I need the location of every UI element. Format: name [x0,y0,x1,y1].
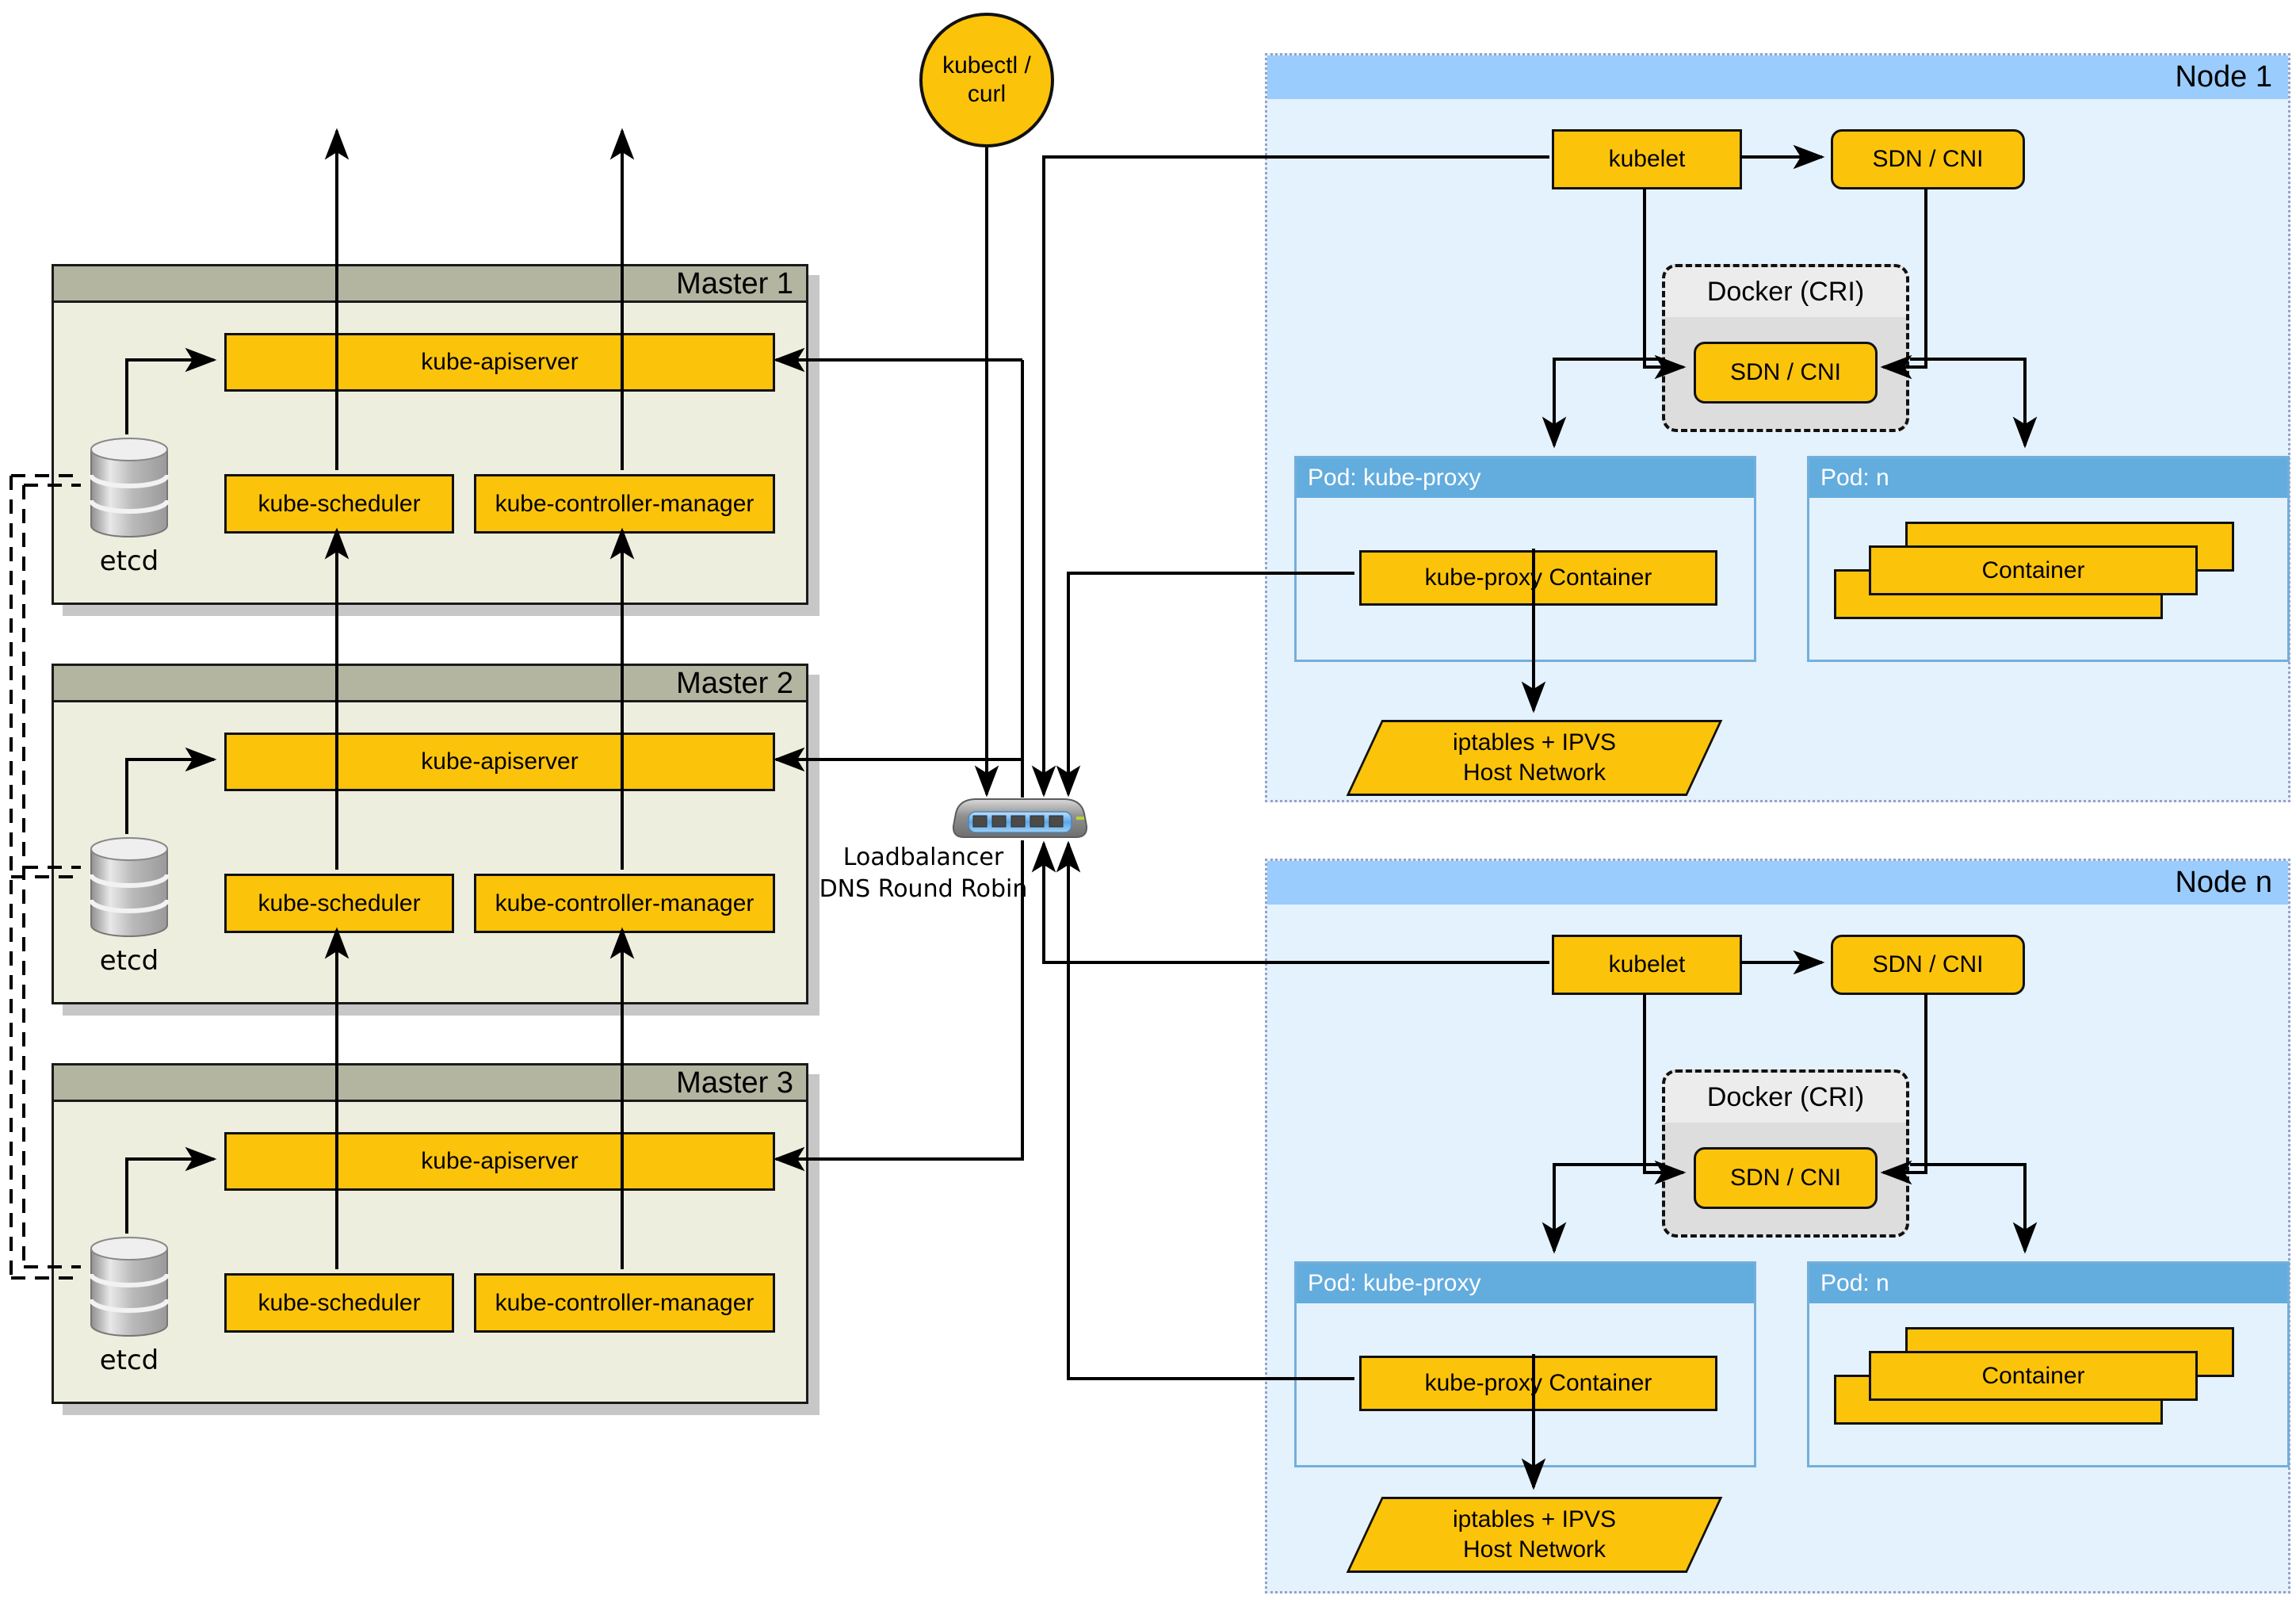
loadbalancer-label: Loadbalancer DNS Round Robin [745,842,1102,905]
kubectl-line1: kubectl / [942,52,1031,78]
node-n-docker-cri-box: Docker (CRI) SDN / CNI [1662,1069,1909,1238]
node-n-box: Node n kubelet SDN / CNI Docker (CRI) SD… [1265,859,2290,1593]
network-switch-icon [952,798,1088,838]
master-3-kube-apiserver: kube-apiserver [224,1132,775,1191]
node-1-pod-n-title: Pod: n [1809,458,2287,498]
node-n-kube-proxy-container: kube-proxy Container [1359,1356,1717,1411]
kubectl-curl-client: kubectl / curl [919,13,1054,147]
node-n-docker-cri-title: Docker (CRI) [1706,1082,1865,1112]
node-1-docker-cri-title: Docker (CRI) [1706,277,1865,307]
node-1-kube-proxy-container: kube-proxy Container [1359,550,1717,606]
loadbalancer-label-line2: DNS Round Robin [819,875,1028,903]
master-2-title: Master 2 [54,666,806,702]
etcd-database-icon [83,836,175,938]
node-n-kubelet: kubelet [1552,935,1742,995]
etcd-database-icon [83,437,175,538]
node-n-pod-n: Pod: n Container [1807,1261,2290,1467]
node-n-title: Node n [1267,861,2288,905]
node-1-sdn-cni: SDN / CNI [1831,129,2025,189]
master-1-title: Master 1 [54,266,806,303]
node-n-pod-kube-proxy-title: Pod: kube-proxy [1297,1264,1754,1303]
etcd-database-icon [83,1236,175,1337]
master-3-box: Master 3 kube-apiserver kube-scheduler k… [52,1063,808,1404]
master-2-box: Master 2 kube-apiserver kube-scheduler k… [52,664,808,1004]
master-1-kube-apiserver: kube-apiserver [224,333,775,392]
loadbalancer-label-line1: Loadbalancer [842,844,1004,871]
node-1-iptables-line1: iptables + IPVS [1453,729,1616,756]
master-2-kube-scheduler: kube-scheduler [224,874,454,933]
node-1-docker-cri-box: Docker (CRI) SDN / CNI [1662,264,1909,432]
node-n-docker-sdn-cni: SDN / CNI [1694,1147,1878,1209]
master-1-kube-controller-manager: kube-controller-manager [474,474,775,534]
node-n-pod-n-title: Pod: n [1809,1264,2287,1303]
node-1-container: Container [1869,545,2198,595]
master-3-kube-controller-manager: kube-controller-manager [474,1273,775,1333]
master-2-etcd-label: etcd [99,945,159,977]
node-1-iptables-ipvs: iptables + IPVS Host Network [1346,720,1723,796]
node-1-pod-kube-proxy-title: Pod: kube-proxy [1297,458,1754,498]
node-n-pod-kube-proxy: Pod: kube-proxy kube-proxy Container [1294,1261,1756,1467]
node-1-box: Node 1 kubelet SDN / CNI Docker (CRI) SD… [1265,53,2290,802]
master-2-kube-controller-manager: kube-controller-manager [474,874,775,933]
master-1-kube-scheduler: kube-scheduler [224,474,454,534]
master-1-etcd-label: etcd [99,545,159,577]
node-1-kubelet: kubelet [1552,129,1742,189]
node-n-iptables-line2: Host Network [1462,1536,1606,1563]
master-3-etcd-label: etcd [99,1345,159,1376]
node-n-iptables-line1: iptables + IPVS [1453,1506,1616,1532]
node-1-pod-n: Pod: n Container [1807,456,2290,662]
node-1-title: Node 1 [1267,55,2288,99]
node-1-iptables-line2: Host Network [1462,759,1606,786]
node-1-docker-sdn-cni: SDN / CNI [1694,342,1878,404]
kubectl-line2: curl [967,81,1007,107]
node-n-container: Container [1869,1351,2198,1401]
master-3-title: Master 3 [54,1065,806,1102]
master-1-box: Master 1 kube-apiserver kube-scheduler k… [52,264,808,605]
node-n-sdn-cni: SDN / CNI [1831,935,2025,995]
node-1-pod-kube-proxy: Pod: kube-proxy kube-proxy Container [1294,456,1756,662]
master-2-kube-apiserver: kube-apiserver [224,733,775,791]
node-n-iptables-ipvs: iptables + IPVS Host Network [1346,1497,1723,1573]
master-3-kube-scheduler: kube-scheduler [224,1273,454,1333]
